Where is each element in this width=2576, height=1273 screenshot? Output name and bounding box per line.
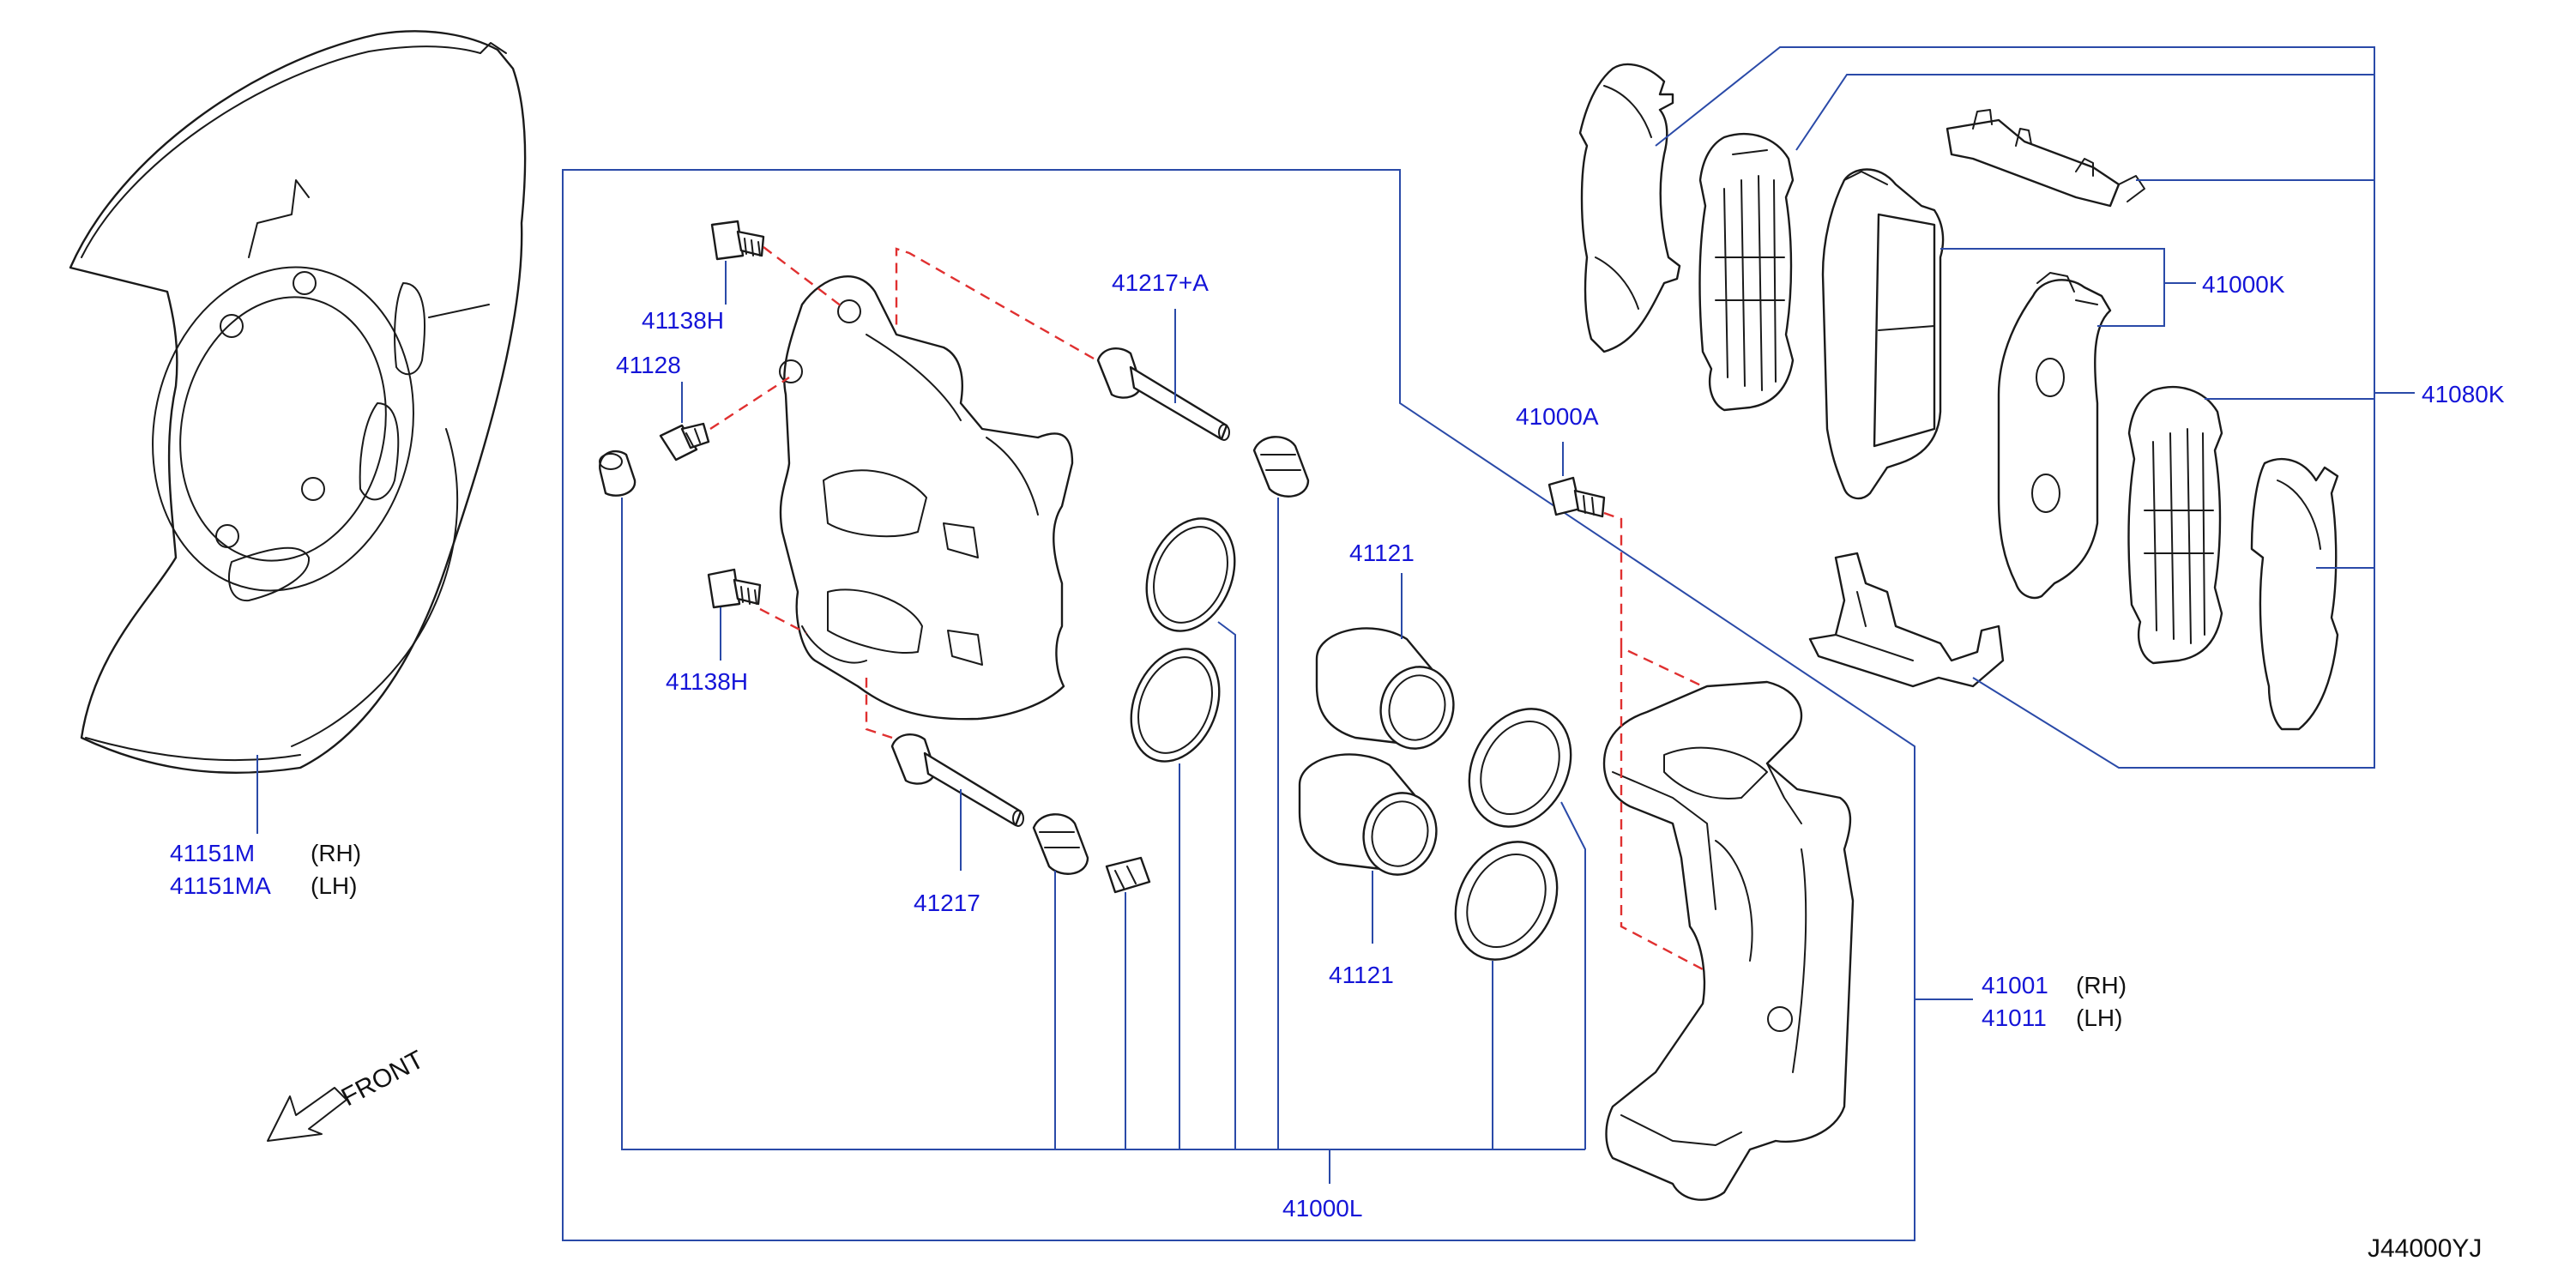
piston-seal-lower[interactable]	[1115, 636, 1235, 775]
assembly-line-bleeder	[709, 376, 790, 431]
pin-boot-lower[interactable]	[1032, 813, 1089, 875]
bracket-bolt[interactable]	[1547, 476, 1606, 518]
label-front: FRONT	[337, 1046, 429, 1113]
label-41151m-side: (RH)	[311, 840, 361, 866]
assembly-line-pin-lower	[865, 678, 893, 739]
pad-shim-slotted-1[interactable]	[1698, 133, 1795, 412]
pad-retaining-clip-upper[interactable]	[1946, 109, 2145, 208]
leader-41080k-top	[1655, 46, 2375, 769]
bleeder-cap[interactable]	[599, 449, 636, 497]
label-41217a: 41217+A	[1112, 269, 1209, 296]
pin-bushing[interactable]	[1105, 856, 1151, 894]
leader-41080k-clip	[1795, 74, 2374, 151]
label-41217: 41217	[914, 890, 980, 916]
pad-retaining-clip-lower[interactable]	[1808, 552, 2005, 688]
label-41138h-upper: 41138H	[642, 307, 724, 334]
label-41011-side: (LH)	[2076, 1005, 2122, 1031]
label-41121-lower: 41121	[1329, 962, 1394, 988]
pad-shim-slotted-2[interactable]	[2127, 386, 2223, 665]
caliper-support-bracket[interactable]	[1602, 680, 1855, 1201]
piston-boot-lower[interactable]	[1436, 824, 1578, 978]
label-41080k: 41080K	[2422, 381, 2505, 407]
leader-seal-upper	[1217, 621, 1236, 1149]
caliper-bolt-upper[interactable]	[710, 220, 765, 261]
assembly-line-bracket-bolt	[1603, 511, 1704, 971]
caliper-assembly-outline	[562, 169, 1915, 1241]
bleeder-screw[interactable]	[659, 422, 710, 462]
label-41151m: 41151M	[170, 840, 255, 866]
pin-boot-upper[interactable]	[1252, 436, 1310, 498]
label-41151ma: 41151MA	[170, 872, 271, 899]
piston-lower[interactable]	[1298, 753, 1445, 884]
slide-pin-upper[interactable]	[1096, 347, 1230, 441]
label-41000a: 41000A	[1516, 403, 1599, 430]
label-41121-upper: 41121	[1349, 540, 1415, 566]
label-41000l: 41000L	[1282, 1195, 1362, 1222]
label-41138h-lower: 41138H	[666, 668, 748, 695]
pad-shim-outer-1[interactable]	[1578, 63, 1681, 353]
assembly-line-bolt-lower	[759, 607, 807, 635]
leader-41000k-pad1	[1940, 248, 2165, 327]
leader-piston-boot-upper	[1560, 801, 1586, 1149]
assembly-line-pin-upper	[895, 247, 1095, 360]
label-41001: 41001	[1982, 972, 2048, 998]
leader-41000l-bracket	[621, 498, 1585, 1150]
assembly-line-bolt-upper	[763, 246, 846, 310]
brake-pad-inner[interactable]	[1821, 168, 1945, 500]
piston-upper[interactable]	[1315, 627, 1463, 757]
label-41151ma-side: (LH)	[311, 872, 357, 899]
piston-boot-upper[interactable]	[1450, 691, 1591, 845]
piston-seal-upper[interactable]	[1131, 505, 1251, 644]
pad-shim-outer-2[interactable]	[2250, 457, 2339, 731]
front-direction-arrow-icon	[267, 1087, 347, 1142]
brake-pad-outer[interactable]	[1997, 272, 2112, 600]
slide-pin-lower[interactable]	[890, 733, 1024, 827]
brake-dust-shield[interactable]	[69, 30, 527, 774]
label-41128: 41128	[616, 352, 681, 378]
label-41011: 41011	[1982, 1005, 2047, 1031]
caliper-housing[interactable]	[779, 275, 1074, 721]
label-diagram-code: J44000YJ	[2368, 1234, 2482, 1263]
label-41001-side: (RH)	[2076, 972, 2127, 998]
caliper-bolt-lower[interactable]	[707, 568, 762, 609]
label-41000k: 41000K	[2202, 271, 2285, 298]
